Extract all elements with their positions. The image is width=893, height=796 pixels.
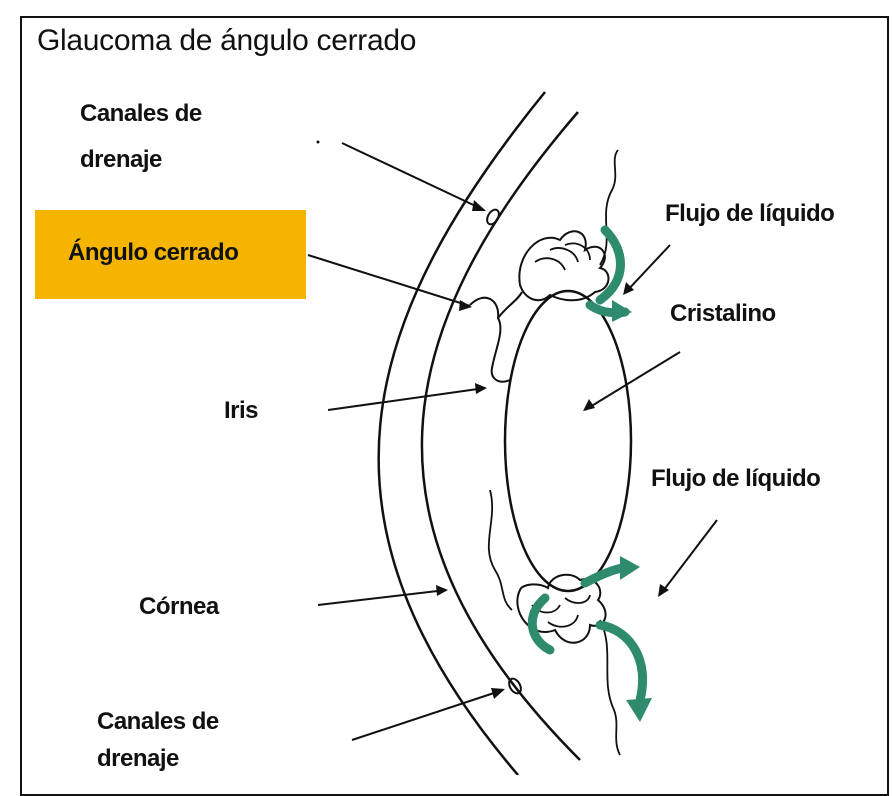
- pointer-cristalino: [584, 351, 681, 411]
- label-cristalino: Cristalino: [670, 300, 776, 327]
- cornea-outer-curve: [377, 91, 546, 775]
- pointer-head-iris: [475, 383, 487, 394]
- cornea-inner-curve: [420, 111, 581, 761]
- label-canales-bottom-line1: Canales de: [97, 708, 219, 735]
- lower-ciliary-strand: [599, 619, 621, 756]
- label-cornea: Córnea: [139, 593, 219, 620]
- pointer-head-cornea: [436, 585, 448, 596]
- lens-shape: [503, 289, 633, 593]
- label-canales-bottom-line2: drenaje: [97, 745, 179, 772]
- lower-iris-strand: [487, 489, 513, 611]
- eye-diagram: [307, 91, 718, 775]
- flow-arrowhead-lower-right: [620, 556, 640, 580]
- lower-ciliary-body: [516, 573, 607, 644]
- label-canales-top-line2: drenaje: [80, 146, 162, 173]
- label-flujo-top: Flujo de líquido: [665, 200, 835, 227]
- pointer-angulo: [307, 254, 471, 307]
- pointer-head-canales-top: [472, 200, 486, 211]
- drainage-canal-bottom: [508, 677, 522, 695]
- iris-closed-angle: [469, 291, 523, 383]
- label-canales-top-line1: Canales de: [80, 100, 202, 127]
- pointer-flujo-top: [624, 244, 671, 294]
- upper-ciliary-strand: [599, 149, 619, 266]
- label-angulo-cerrado: Ángulo cerrado: [68, 239, 239, 266]
- upper-ciliary-folds: [534, 242, 591, 271]
- label-iris: Iris: [224, 397, 259, 424]
- pointer-head-flujo-bot: [658, 584, 669, 597]
- pointer-head-cristalino: [583, 399, 595, 411]
- angle-highlight-box: [35, 210, 306, 299]
- pointer-head-flujo-top: [623, 282, 634, 295]
- pointer-head-canales-bot: [491, 688, 505, 699]
- pointer-canales-bot: [351, 689, 504, 741]
- small-speck: [316, 140, 320, 144]
- flow-arrow-upper: [585, 225, 630, 318]
- flow-arrowhead-upper: [612, 300, 632, 322]
- pointer-flujo-bot: [659, 519, 718, 596]
- drainage-canal-top: [486, 208, 500, 226]
- upper-ciliary-body: [518, 230, 610, 302]
- pointer-cornea: [317, 589, 447, 606]
- pointer-iris: [327, 387, 486, 411]
- label-flujo-bottom: Flujo de líquido: [651, 465, 821, 492]
- flow-arrow-lower: [527, 563, 648, 705]
- pointer-head-angulo: [459, 300, 472, 311]
- pointer-canales-top: [341, 142, 485, 211]
- flow-arrowhead-lower-bottom: [626, 698, 652, 722]
- diagram-title: Glaucoma de ángulo cerrado: [37, 24, 417, 57]
